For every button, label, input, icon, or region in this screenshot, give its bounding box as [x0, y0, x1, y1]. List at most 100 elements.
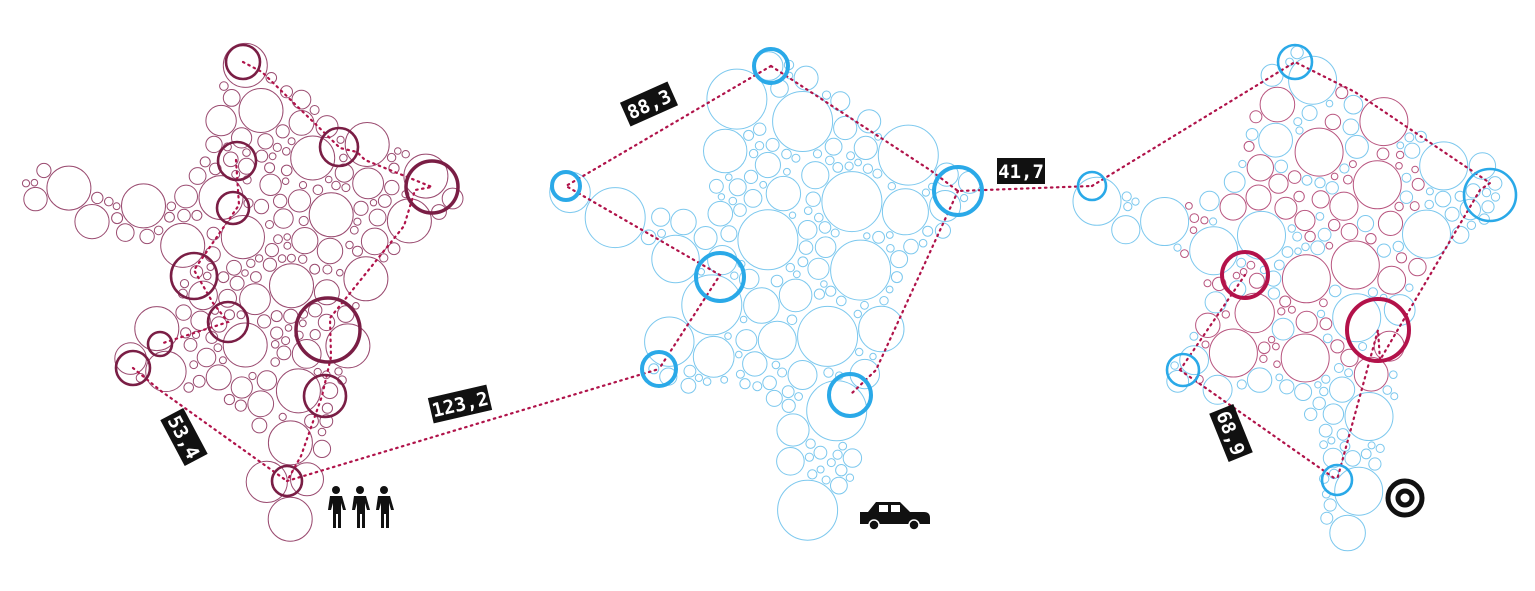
bubble: [1273, 360, 1281, 369]
bubble: [275, 124, 290, 139]
bubble: [1316, 309, 1326, 319]
bubble: [1352, 160, 1402, 210]
bubble: [759, 180, 768, 189]
bubble: [1295, 126, 1304, 135]
bubble: [394, 147, 402, 155]
bubble: [1325, 241, 1334, 250]
bubble: [793, 65, 819, 91]
bubble: [30, 178, 39, 187]
bubble: [224, 309, 235, 321]
bubble: [771, 360, 781, 370]
bubble: [1323, 498, 1337, 512]
bubble: [1293, 190, 1305, 203]
bubble: [1340, 223, 1359, 241]
bubble: [1245, 128, 1259, 141]
bubble: [702, 377, 712, 386]
bubble: [239, 283, 271, 316]
bubble: [1329, 376, 1356, 403]
bubble: [259, 173, 282, 197]
distance-label-car-a: 88,3: [619, 81, 679, 127]
bubble: [742, 351, 768, 377]
bubble: [1368, 457, 1382, 471]
bubble: [284, 324, 293, 332]
bubble: [368, 208, 387, 227]
bubble: [1319, 440, 1328, 450]
svg-text:41,7: 41,7: [998, 161, 1044, 183]
bubble: [1287, 305, 1296, 314]
bubble: [1208, 328, 1258, 378]
bubble: [825, 285, 837, 297]
bubble: [644, 316, 695, 367]
bubble: [825, 155, 835, 166]
bubble: [91, 191, 104, 205]
bubble: [717, 193, 726, 201]
bubble: [290, 135, 336, 181]
bubble: [805, 438, 816, 449]
bubble: [922, 225, 934, 237]
bubble: [1327, 436, 1336, 445]
bubble: [278, 412, 287, 421]
bubble: [692, 335, 735, 378]
bubble: [681, 274, 743, 336]
bubble: [832, 449, 843, 460]
bubble: [885, 231, 894, 239]
bubble: [1424, 199, 1434, 210]
bubble: [265, 72, 278, 84]
bubble: [881, 188, 929, 236]
stop-circle: [302, 373, 348, 419]
bubble: [1293, 117, 1303, 127]
bubble: [781, 398, 796, 413]
bubble: [341, 183, 351, 193]
bubble: [1481, 200, 1495, 214]
bubble: [1330, 240, 1380, 290]
bubble: [387, 242, 401, 256]
bubble: [874, 132, 882, 141]
bubble: [267, 420, 313, 466]
bubble: [830, 239, 892, 301]
bubble: [814, 236, 837, 258]
bubble: [1451, 225, 1470, 244]
bubble: [1405, 283, 1414, 292]
bubble: [1318, 423, 1333, 438]
bubble: [858, 305, 905, 353]
bubble: [805, 191, 821, 207]
bubble: [317, 313, 336, 332]
bubble: [1459, 198, 1482, 221]
bubble: [223, 151, 239, 168]
bubble: [1258, 122, 1293, 158]
bubble: [854, 158, 862, 167]
bubble: [1328, 218, 1341, 232]
bubble: [1395, 252, 1408, 264]
stop-circle: [932, 165, 984, 217]
bubble: [1271, 317, 1295, 341]
bubble: [1223, 171, 1246, 193]
bubble: [256, 370, 278, 391]
bubble: [1409, 201, 1420, 212]
bubble: [670, 208, 697, 236]
pedestrians-icon: [328, 486, 394, 528]
bubble: [255, 149, 269, 163]
bubble: [1348, 160, 1357, 169]
bubble: [1245, 184, 1272, 211]
bubble: [188, 167, 207, 185]
bubble: [352, 167, 385, 200]
bubble: [1301, 105, 1318, 121]
bubble: [1292, 231, 1303, 242]
bubble: [21, 179, 31, 188]
bubble: [757, 320, 797, 360]
stop-circle: [114, 349, 152, 387]
bubble: [1311, 190, 1330, 209]
bubble: [191, 330, 201, 339]
bubble: [247, 390, 275, 418]
bubble: [845, 473, 855, 482]
bubble: [1330, 339, 1345, 354]
bubble: [344, 122, 390, 167]
target-icon: [1385, 478, 1425, 518]
stop-circle: [1320, 463, 1354, 497]
bubble: [797, 256, 809, 268]
route-line: [285, 367, 661, 483]
bubble: [872, 168, 883, 179]
bubble: [929, 190, 962, 222]
bubble: [291, 339, 322, 369]
bubble: [275, 368, 321, 414]
